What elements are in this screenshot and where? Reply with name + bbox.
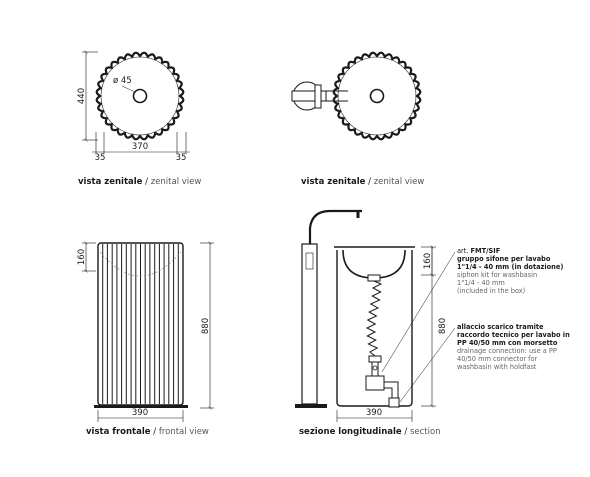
caption-front-view: vista frontale / frontal view: [86, 427, 209, 437]
drain-hole: [132, 88, 148, 104]
drain-diameter-label: ø 45: [113, 76, 132, 86]
front-top-dim: 160: [77, 249, 87, 265]
flexible-drain-pipe: [365, 280, 383, 357]
top-view-dimensions: [82, 52, 190, 154]
front-height-dim: 880: [201, 318, 211, 334]
section-view-dimensions: [336, 247, 456, 422]
top-height-dim: 440: [77, 88, 87, 104]
column-flutes: [102, 244, 179, 404]
front-view-column: [94, 242, 188, 408]
siphon-note: art. FMT/SIF gruppo sifone per lavabo 1"…: [457, 247, 564, 295]
section-height-dim: 880: [438, 318, 448, 334]
drain-hole: [369, 88, 385, 104]
top-view-basin: ø 45: [95, 51, 185, 141]
front-width-dim: 390: [132, 408, 148, 418]
section-view: [295, 209, 415, 408]
drain-note: allaccio scarico tramite raccordo tecnic…: [457, 323, 570, 371]
section-width-dim: 390: [366, 408, 382, 418]
top-view-with-tap: [291, 51, 422, 141]
caption-top-view: vista zenitale / zenital view: [78, 177, 202, 187]
front-view-dimensions: [82, 243, 214, 422]
siphon-code: art. FMT/SIF: [457, 247, 501, 255]
scalloped-basin-outline: [95, 51, 185, 141]
rim-left-dim: 35: [95, 153, 106, 163]
section-top-dim: 160: [423, 253, 433, 269]
basin-inner-rim: [100, 56, 180, 136]
caption-top-view-tap: vista zenitale / zenital view: [301, 177, 425, 187]
scalloped-basin-outline: [332, 51, 422, 141]
top-width-dim: 370: [132, 142, 148, 152]
rim-right-dim: 35: [176, 153, 187, 163]
tap-spout: [291, 81, 348, 111]
caption-section-view: sezione longitudinale / section: [299, 427, 441, 437]
